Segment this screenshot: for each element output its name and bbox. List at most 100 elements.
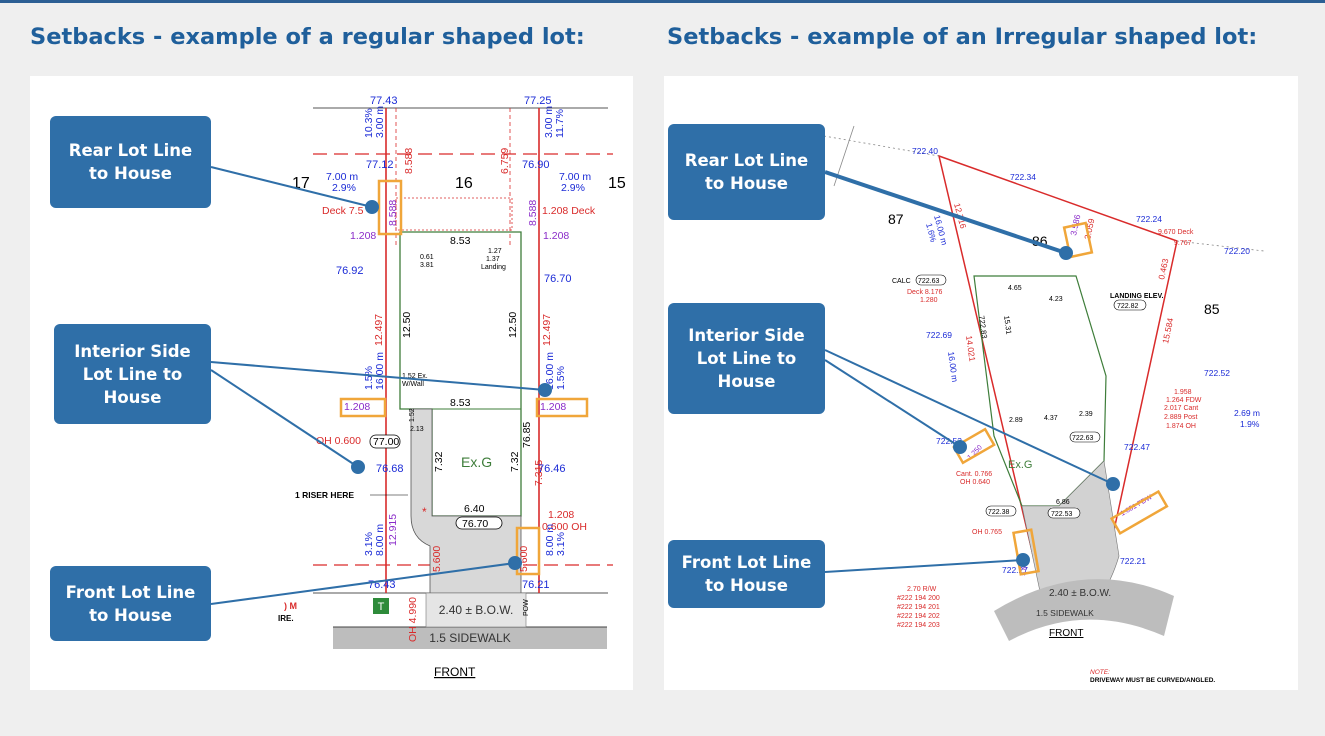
svg-text:6.86: 6.86 [1056, 499, 1070, 506]
callout-left-rear-lot-line: Rear Lot Line to House [50, 116, 211, 208]
svg-text:722.34: 722.34 [1010, 172, 1036, 182]
svg-text:Ex.G: Ex.G [1008, 459, 1032, 471]
top-accent-bar [0, 0, 1325, 3]
svg-text:16.00 m: 16.00 m [374, 352, 386, 390]
svg-text:12.497: 12.497 [373, 314, 385, 346]
svg-text:2.9%: 2.9% [561, 182, 585, 194]
svg-text:8.00 m: 8.00 m [544, 524, 556, 556]
svg-text:76.70: 76.70 [544, 273, 572, 285]
svg-text:4.23: 4.23 [1049, 296, 1063, 303]
svg-text:0.61: 0.61 [420, 254, 434, 261]
svg-text:77.25: 77.25 [524, 95, 552, 107]
svg-text:OH 0.640: OH 0.640 [960, 479, 990, 486]
svg-text:1.280: 1.280 [920, 297, 938, 304]
svg-text:LANDING ELEV.: LANDING ELEV. [1110, 293, 1163, 300]
svg-text:76.90: 76.90 [522, 159, 550, 171]
svg-text:DRIVEWAY MUST BE CURVED/ANGLED: DRIVEWAY MUST BE CURVED/ANGLED. [1090, 677, 1215, 684]
svg-text:2.889 Post: 2.889 Post [1164, 414, 1198, 421]
svg-text:2.39: 2.39 [1079, 411, 1093, 418]
svg-text:14.021: 14.021 [964, 335, 978, 362]
svg-text:0.463: 0.463 [1156, 257, 1170, 280]
svg-text:1.264 FDW: 1.264 FDW [1166, 397, 1202, 404]
svg-text:) M: ) M [284, 601, 297, 611]
svg-text:722.52: 722.52 [1204, 368, 1230, 378]
svg-text:1.52: 1.52 [409, 408, 416, 422]
svg-text:#222 194 200: #222 194 200 [897, 595, 940, 602]
svg-text:7.315: 7.315 [533, 460, 545, 486]
svg-text:2.13: 2.13 [410, 426, 424, 433]
svg-text:CALC: CALC [892, 278, 911, 285]
svg-text:OH 0.600: OH 0.600 [316, 435, 361, 447]
svg-text:2.40 ± B.O.W.: 2.40 ± B.O.W. [1049, 588, 1111, 599]
svg-text:#222 194 201: #222 194 201 [897, 604, 940, 611]
svg-text:76.43: 76.43 [368, 579, 396, 591]
callout-right-rear-lot-line: Rear Lot Line to House [668, 124, 825, 220]
svg-text:6.40: 6.40 [464, 503, 485, 515]
svg-text:87: 87 [888, 211, 904, 227]
svg-text:722.63: 722.63 [918, 278, 940, 285]
callout-right-front-lot-line: Front Lot Line to House [668, 540, 825, 608]
svg-text:15.31: 15.31 [1002, 315, 1014, 335]
svg-text:NOTE:: NOTE: [1090, 669, 1110, 676]
svg-text:2.89: 2.89 [1009, 417, 1023, 424]
svg-text:2.69 m: 2.69 m [1234, 408, 1260, 418]
svg-text:1.208: 1.208 [543, 230, 569, 242]
highlight-interior-left [952, 427, 996, 465]
callout-left-interior-side-lot-line: Interior Side Lot Line to House [54, 324, 211, 424]
svg-text:76.70: 76.70 [462, 518, 488, 530]
svg-text:Ex.G: Ex.G [461, 454, 492, 470]
svg-text:15: 15 [608, 175, 626, 192]
svg-text:1.874 OH: 1.874 OH [1166, 423, 1196, 430]
svg-text:86: 86 [1032, 233, 1048, 249]
svg-text:T: T [378, 601, 385, 613]
svg-text:12.915: 12.915 [387, 514, 399, 546]
svg-text:76.92: 76.92 [336, 265, 364, 277]
svg-text:7.00 m: 7.00 m [559, 171, 591, 183]
svg-text:722.38: 722.38 [988, 509, 1010, 516]
svg-text:15.584: 15.584 [1160, 317, 1175, 345]
svg-text:10.3%: 10.3% [363, 108, 375, 138]
svg-text:8.53: 8.53 [450, 397, 471, 409]
svg-text:12.497: 12.497 [541, 314, 553, 346]
svg-text:16: 16 [455, 175, 473, 192]
svg-text:77.00: 77.00 [373, 436, 399, 448]
svg-text:8.53: 8.53 [450, 235, 471, 247]
svg-text:FRONT: FRONT [1049, 628, 1083, 639]
highlight-front-setback [515, 526, 541, 576]
svg-text:722.24: 722.24 [1136, 214, 1162, 224]
svg-text:#222 194 202: #222 194 202 [897, 613, 940, 620]
svg-text:16.00 m: 16.00 m [946, 351, 960, 383]
svg-text:76.21: 76.21 [522, 579, 550, 591]
svg-text:1.5%: 1.5% [555, 366, 567, 390]
driveway [410, 408, 522, 594]
svg-text:1.958: 1.958 [1174, 389, 1192, 396]
svg-text:1.52 Ex.: 1.52 Ex. [402, 373, 428, 380]
svg-text:722.21: 722.21 [1120, 556, 1146, 566]
svg-text:2.017 Cant: 2.017 Cant [1164, 405, 1198, 412]
svg-text:17: 17 [292, 175, 310, 192]
svg-text:2.9%: 2.9% [332, 182, 356, 194]
svg-text:OH 4.990: OH 4.990 [407, 597, 419, 642]
svg-text:85: 85 [1204, 301, 1220, 317]
svg-text:POW: POW [523, 599, 530, 616]
svg-text:8.588: 8.588 [387, 200, 399, 226]
svg-text:OH 0.765: OH 0.765 [972, 529, 1002, 536]
svg-text:1.37: 1.37 [486, 256, 500, 263]
svg-text:2.40 ± B.O.W.: 2.40 ± B.O.W. [439, 603, 514, 617]
svg-text:16.00 m: 16.00 m [544, 352, 556, 390]
svg-text:Cant. 0.766: Cant. 0.766 [956, 471, 992, 478]
highlight-interior-right [535, 397, 589, 418]
svg-text:722.69: 722.69 [926, 330, 952, 340]
svg-text:1.27: 1.27 [488, 248, 502, 255]
svg-text:5.600: 5.600 [431, 546, 443, 572]
svg-text:8.00 m: 8.00 m [374, 524, 386, 556]
svg-text:1.208: 1.208 [344, 401, 370, 413]
svg-text:1.208: 1.208 [540, 401, 566, 413]
svg-text:8.588: 8.588 [527, 200, 539, 226]
svg-text:722.82: 722.82 [1117, 303, 1139, 310]
svg-text:722.83: 722.83 [977, 315, 989, 339]
heading-regular-lot: Setbacks - example of a regular shaped l… [30, 24, 585, 50]
svg-text:*: * [422, 505, 427, 519]
svg-text:3.1%: 3.1% [555, 532, 567, 556]
svg-text:3.00 m: 3.00 m [374, 106, 386, 138]
